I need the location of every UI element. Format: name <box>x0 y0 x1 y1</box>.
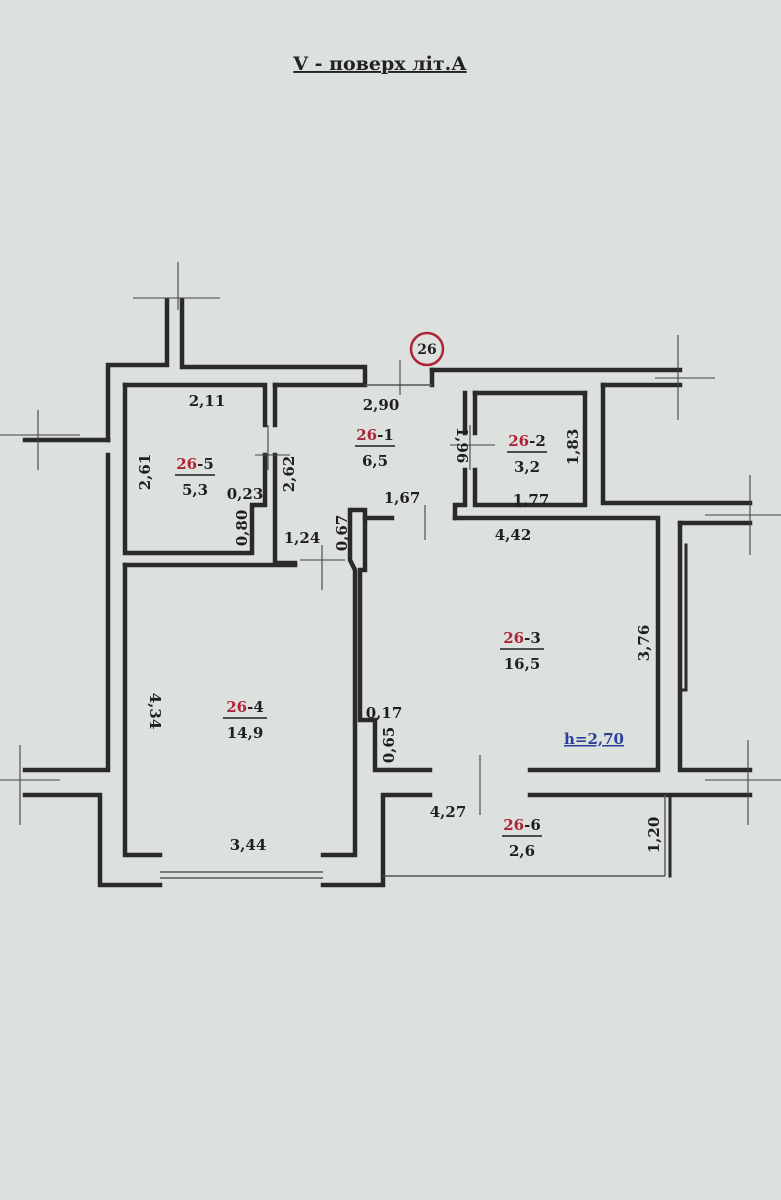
room-id: 26 <box>503 629 524 647</box>
dim-1-77: 1,77 <box>513 491 550 509</box>
dim-1-67: 1,67 <box>384 489 421 507</box>
wall-room-3-right <box>452 515 661 773</box>
wall-outer-left-top <box>105 297 170 443</box>
room-id: 26 <box>176 455 197 473</box>
wall-right-neighbor-bottom <box>677 520 753 773</box>
room-label-26-2: 26-2 3,2 <box>507 432 547 476</box>
room-id-suffix: -6 <box>524 816 541 834</box>
dim-2-62: 2,62 <box>280 456 298 493</box>
room-area: 16,5 <box>504 655 541 673</box>
dimension-labels: 2,11 2,90 0,23 1,67 1,77 4,42 1,24 0,17 … <box>136 392 663 854</box>
windows <box>160 384 672 879</box>
dim-0-65: 0,65 <box>380 727 398 764</box>
wall-top-left <box>179 297 368 388</box>
wall-right-neighbor-inner <box>678 543 688 692</box>
dim-3-44: 3,44 <box>230 836 267 854</box>
room-id-suffix: -3 <box>524 629 541 647</box>
room-area: 3,2 <box>514 458 540 476</box>
wall-right-neighbor-top <box>600 382 753 506</box>
dim-1-96: 1,96 <box>453 427 471 464</box>
dim-0-17: 0,17 <box>366 704 403 722</box>
wall-room-5-left-bottom <box>122 382 268 556</box>
outer-walls <box>22 297 753 888</box>
room-label-26-4: 26-4 14,9 <box>223 698 267 742</box>
room-id: 26 <box>226 698 247 716</box>
dim-2-90: 2,90 <box>363 396 400 414</box>
room-id-suffix: -5 <box>197 455 214 473</box>
dim-4-34: 4,34 <box>146 693 164 730</box>
wall-outer-left <box>22 452 111 773</box>
plan-title: V - поверх літ.А <box>292 53 467 75</box>
room-area: 2,6 <box>509 842 535 860</box>
svg-text:26-1: 26-1 <box>356 426 394 444</box>
dim-1-24: 1,24 <box>284 529 321 547</box>
room-area: 5,3 <box>182 481 208 499</box>
svg-text:26-2: 26-2 <box>508 432 546 450</box>
wall-room-2-right <box>517 390 588 508</box>
inner-walls <box>122 382 688 858</box>
wall-room-2-bottom <box>472 467 523 508</box>
wall-bottom-right <box>320 792 433 888</box>
room-area: 6,5 <box>362 452 388 470</box>
apartment-number: 26 <box>417 342 436 358</box>
section-marks <box>0 262 781 825</box>
dim-1-20: 1,20 <box>645 817 663 854</box>
room-id: 26 <box>356 426 377 444</box>
room-area: 14,9 <box>227 724 264 742</box>
wall-room-4-right <box>320 507 358 858</box>
dim-0-67: 0,67 <box>333 515 351 552</box>
wall-room-1-bottom <box>350 507 395 521</box>
room-id-suffix: -2 <box>529 432 546 450</box>
room-label-26-6: 26-6 2,6 <box>502 816 542 860</box>
apartment-circle <box>409 331 445 367</box>
room-id: 26 <box>508 432 529 450</box>
room-label-26-3: 26-3 16,5 <box>500 629 544 673</box>
wall-room-4-left <box>122 562 163 858</box>
svg-text:26-4: 26-4 <box>226 698 264 716</box>
dim-2-61: 2,61 <box>136 454 154 491</box>
dim-3-76: 3,76 <box>635 625 653 662</box>
dim-0-23: 0,23 <box>227 485 264 503</box>
ceiling-height-label: h=2,70 <box>564 730 624 748</box>
wall-room-5-top <box>122 382 268 428</box>
dim-1-83: 1,83 <box>564 429 582 466</box>
dim-4-27: 4,27 <box>430 803 467 821</box>
wall-room-1-right-bottom <box>452 467 468 521</box>
room-id: 26 <box>503 816 524 834</box>
svg-text:26-5: 26-5 <box>176 455 214 473</box>
wall-outer-bottom-left <box>22 792 163 888</box>
apartment-number-marker: 26 <box>409 331 445 367</box>
dim-4-42: 4,42 <box>495 526 532 544</box>
room-id-suffix: -1 <box>377 426 394 444</box>
svg-text:26-6: 26-6 <box>503 816 541 834</box>
wall-room-3-left <box>357 515 433 773</box>
room-id-suffix: -4 <box>247 698 264 716</box>
room-label-26-5: 26-5 5,3 <box>175 455 215 499</box>
room-label-26-1: 26-1 6,5 <box>355 426 395 470</box>
svg-text:26-3: 26-3 <box>503 629 541 647</box>
dim-0-80: 0,80 <box>233 510 251 547</box>
dim-2-11: 2,11 <box>189 392 226 410</box>
